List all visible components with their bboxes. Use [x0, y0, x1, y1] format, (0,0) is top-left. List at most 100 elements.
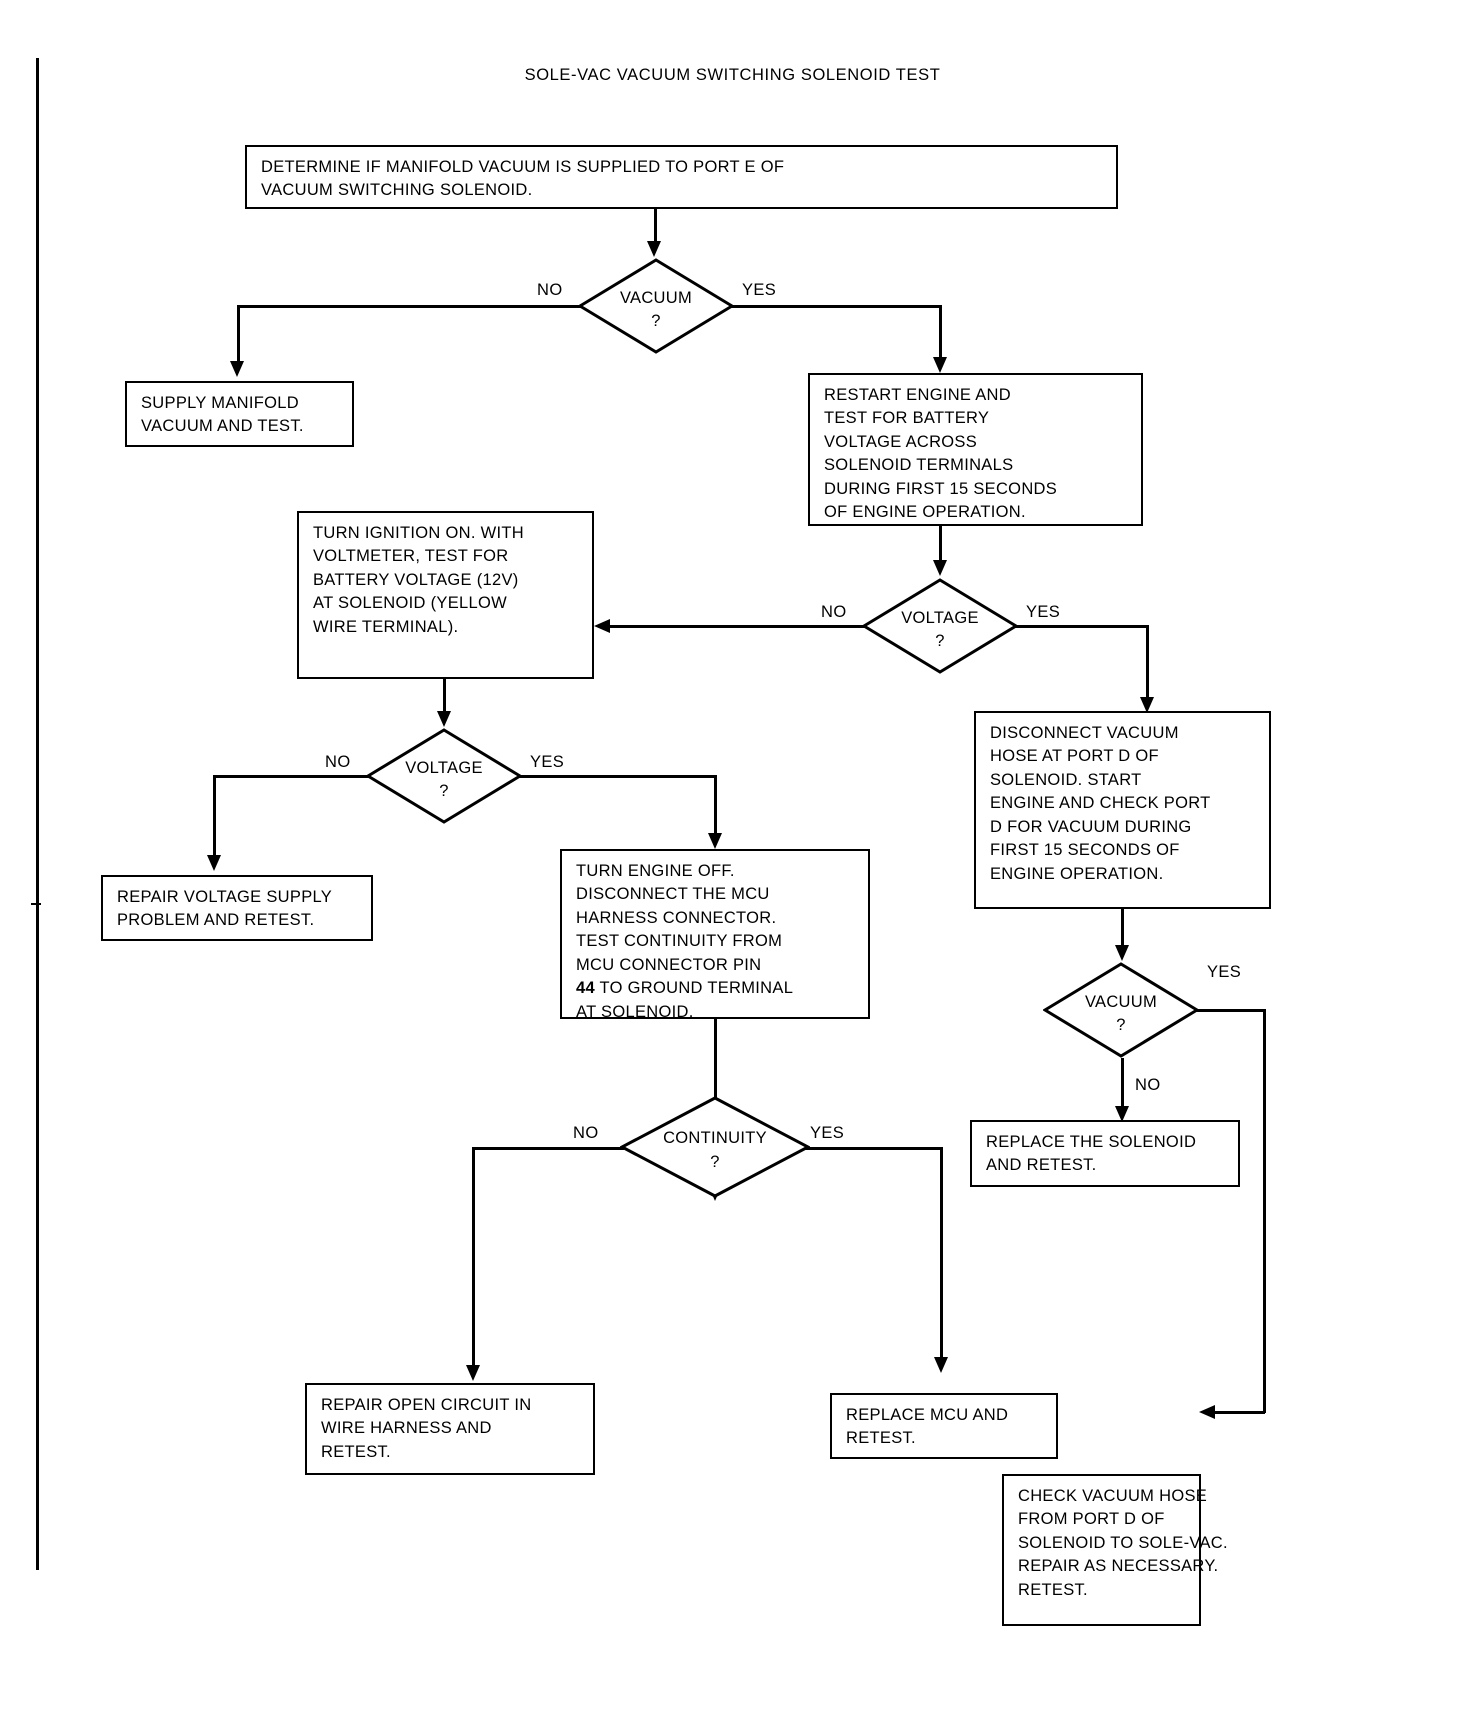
connector-vacuum1-yes	[731, 305, 942, 308]
decision-continuity: CONTINUITY ?	[620, 1096, 810, 1198]
box-line: OF ENGINE OPERATION.	[824, 503, 1026, 522]
box-line: TEST CONTINUITY FROM	[576, 932, 783, 951]
box-line: VOLTAGE ACROSS	[824, 432, 978, 451]
connector-determine-to-vacuum1	[654, 209, 657, 245]
box-disconnect-vacuum-hose-port-d: DISCONNECT VACUUM HOSE AT PORT D OF SOLE…	[974, 711, 1271, 909]
connector-vacuum1-yes-down	[939, 305, 942, 363]
pin-rest: TO GROUND TERMINAL	[594, 979, 794, 998]
box-line: RETEST.	[321, 1442, 391, 1461]
box-line: AND RETEST.	[986, 1156, 1097, 1175]
box-line: FROM PORT D OF	[1018, 1510, 1165, 1529]
box-line: TEST FOR BATTERY	[824, 409, 990, 428]
box-line: AT SOLENOID.	[576, 1002, 694, 1021]
arrowhead-down	[230, 361, 244, 377]
connector-voltage2-yes	[519, 775, 717, 778]
arrowhead-left	[1199, 1405, 1215, 1419]
box-line: RESTART ENGINE AND	[824, 386, 1011, 404]
box-line: SOLENOID TERMINALS	[824, 456, 1014, 475]
box-line: VOLTMETER, TEST FOR	[313, 547, 509, 566]
box-replace-mcu: REPLACE MCU AND RETEST.	[830, 1393, 1058, 1459]
connector-disconnect-to-vacuum2	[1121, 909, 1124, 949]
page-title: SOLE-VAC VACUUM SWITCHING SOLENOID TEST	[524, 66, 941, 84]
decision-mark: ?	[935, 631, 945, 650]
arrowhead-down	[207, 855, 221, 871]
box-line: SOLENOID TO SOLE-VAC.	[1018, 1533, 1228, 1552]
box-line: ENGINE OPERATION.	[990, 864, 1164, 883]
connector-voltage2-no	[213, 775, 370, 778]
box-line: CHECK VACUUM HOSE	[1018, 1487, 1208, 1505]
box-line: REPAIR VOLTAGE SUPPLY	[117, 888, 333, 906]
edge-label-no: NO	[821, 603, 847, 621]
diamond-shape	[1043, 962, 1199, 1058]
box-line: DETERMINE IF MANIFOLD VACUUM IS SUPPLIED…	[261, 158, 785, 176]
decision-mark: ?	[651, 311, 661, 330]
arrowhead-down	[933, 357, 947, 373]
box-line: D FOR VACUUM DURING	[990, 817, 1192, 836]
connector-restart-to-voltage1	[939, 526, 942, 564]
box-line: SOLENOID. START	[990, 770, 1142, 789]
edge-label-no: NO	[1135, 1076, 1161, 1094]
arrowhead-down	[1115, 945, 1129, 961]
box-line-pin: 44 TO GROUND TERMINAL	[576, 977, 856, 1000]
diamond-shape	[366, 728, 522, 824]
box-line: RETEST.	[846, 1429, 916, 1448]
arrowhead-down	[437, 711, 451, 727]
box-line: SUPPLY MANIFOLD	[141, 394, 299, 412]
box-line: HARNESS CONNECTOR.	[576, 908, 777, 927]
connector-vacuum1-no-down	[237, 305, 240, 365]
box-line: HOSE AT PORT D OF	[990, 747, 1159, 766]
box-restart-engine-test-voltage: RESTART ENGINE AND TEST FOR BATTERY VOLT…	[808, 373, 1143, 526]
box-turn-ignition-on: TURN IGNITION ON. WITH VOLTMETER, TEST F…	[297, 511, 594, 679]
connector-continuity-no	[472, 1147, 624, 1150]
box-line: PROBLEM AND RETEST.	[117, 911, 315, 930]
edge-label-no: NO	[325, 753, 351, 771]
arrowhead-down	[1115, 1106, 1129, 1122]
box-line: ENGINE AND CHECK PORT	[990, 794, 1211, 813]
decision-mark: ?	[1116, 1015, 1126, 1034]
connector-vacuum2-no-down	[1121, 1058, 1124, 1110]
box-line: WIRE TERMINAL).	[313, 617, 459, 636]
edge-label-yes: YES	[810, 1124, 845, 1142]
connector-voltage1-no	[608, 625, 866, 628]
connector-continuity-yes-down	[940, 1147, 943, 1361]
decision-mark: ?	[439, 781, 449, 800]
box-repair-open-circuit: REPAIR OPEN CIRCUIT IN WIRE HARNESS AND …	[305, 1383, 595, 1475]
box-line: MCU CONNECTOR PIN	[576, 955, 762, 974]
decision-label: CONTINUITY	[663, 1128, 767, 1147]
decision-label: VOLTAGE	[901, 608, 979, 627]
edge-label-yes: YES	[1207, 963, 1242, 981]
edge-label-yes: YES	[1026, 603, 1061, 621]
decision-vacuum-1: VACUUM ?	[578, 258, 734, 354]
pin-number: 44	[576, 979, 595, 998]
edge-label-no: NO	[573, 1124, 599, 1142]
box-line: REPAIR AS NECESSARY.	[1018, 1557, 1219, 1576]
connector-continuity-no-down	[472, 1147, 475, 1369]
connector-vacuum2-yes	[1196, 1009, 1266, 1012]
arrowhead-down	[933, 560, 947, 576]
box-line: BATTERY VOLTAGE (12V)	[313, 570, 519, 589]
box-line: AT SOLENOID (YELLOW	[313, 594, 507, 613]
connector-voltage1-yes-down	[1146, 625, 1149, 701]
page-margin-rule	[36, 58, 39, 1570]
box-line: VACUUM SWITCHING SOLENOID.	[261, 181, 533, 200]
box-line: TURN IGNITION ON. WITH	[313, 524, 524, 542]
connector-vacuum2-yes-down	[1263, 1009, 1266, 1413]
box-check-vacuum-hose-sole-vac: CHECK VACUUM HOSE FROM PORT D OF SOLENOI…	[1002, 1474, 1228, 1626]
box-line: WIRE HARNESS AND	[321, 1419, 492, 1438]
box-line: DURING FIRST 15 SECONDS	[824, 479, 1058, 498]
decision-label: VACUUM	[1084, 992, 1158, 1011]
arrowhead-down	[647, 241, 661, 257]
arrowhead-down	[1140, 697, 1154, 713]
box-repair-voltage-supply: REPAIR VOLTAGE SUPPLY PROBLEM AND RETEST…	[101, 875, 373, 941]
box-determine-manifold-vacuum: DETERMINE IF MANIFOLD VACUUM IS SUPPLIED…	[245, 145, 1118, 209]
decision-voltage-1: VOLTAGE ?	[862, 578, 1018, 674]
edge-label-no: NO	[537, 281, 563, 299]
diamond-shape	[578, 258, 734, 354]
connector-voltage1-yes	[1015, 625, 1149, 628]
box-line: TURN ENGINE OFF.	[576, 862, 735, 880]
box-line: VACUUM AND TEST.	[141, 417, 304, 436]
box-supply-manifold-vacuum: SUPPLY MANIFOLD VACUUM AND TEST.	[125, 381, 354, 447]
box-line: REPLACE THE SOLENOID	[986, 1133, 1197, 1151]
connector-vacuum2-yes-to-check	[1213, 1411, 1265, 1414]
